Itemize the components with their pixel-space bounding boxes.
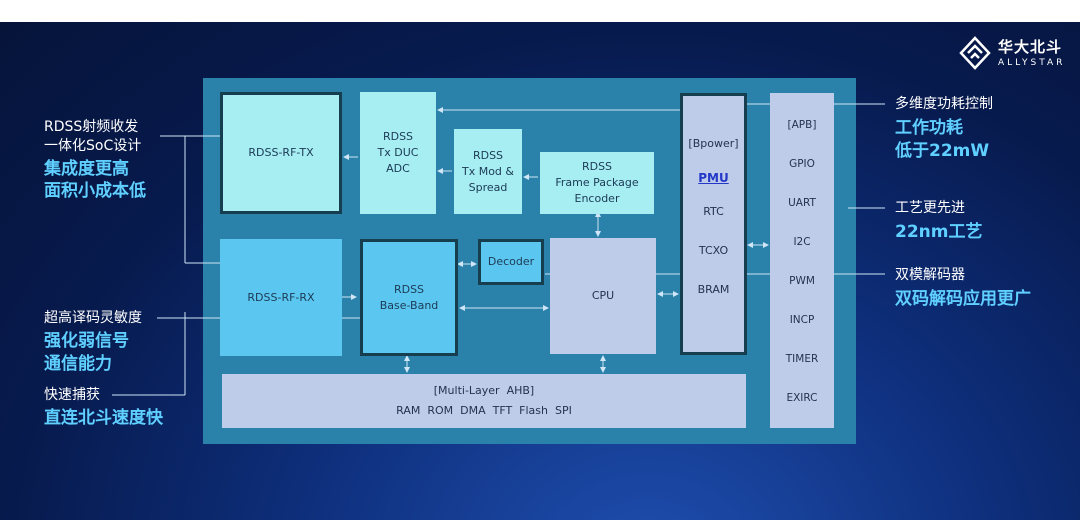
periph-pwm: PWM <box>789 275 815 287</box>
pmu-title: PMU <box>698 171 729 185</box>
sensitivity-highlight-2: 通信能力 <box>44 354 112 374</box>
cpu-label: CPU <box>591 289 615 302</box>
frame-encoder-line2: Frame Package <box>555 176 639 189</box>
logo-text-cn: 华大北斗 <box>998 38 1063 56</box>
logo-text-en: ALLYSTAR <box>998 58 1066 68</box>
process-highlight: 22nm工艺 <box>895 222 983 242</box>
logo: 华大北斗 ALLYSTAR <box>958 36 1068 72</box>
baseband-block: RDSS Base-Band <box>360 239 458 356</box>
pmu-block: [Bpower] PMU RTC TCXO BRAM <box>680 93 747 355</box>
ahb-items: RAM ROM DMA TFT Flash SPI <box>396 404 572 417</box>
power-label: 多维度功耗控制 <box>895 96 993 112</box>
pmu-item-tcxo: TCXO <box>698 244 729 257</box>
tx-duc-line3: ADC <box>386 162 410 175</box>
ahb-bus-block: [Multi-Layer AHB] RAM ROM DMA TFT Flash … <box>222 374 746 428</box>
tx-mod-spread-block: RDSS Tx Mod & Spread <box>454 129 522 214</box>
periph-i2c: I2C <box>793 236 811 248</box>
tx-mod-line1: RDSS <box>472 148 504 162</box>
baseband-line2: Base-Band <box>379 298 439 312</box>
decoder-block: Decoder <box>478 239 544 285</box>
soc-label-line1: RDSS射频收发 <box>44 119 139 135</box>
periph-timer: TIMER <box>785 353 819 365</box>
process-label: 工艺更先进 <box>895 200 965 216</box>
frame-encoder-line1: RDSS <box>581 160 613 173</box>
rdss-rf-tx-block: RDSS-RF-TX <box>220 92 342 214</box>
capture-label: 快速捕获 <box>44 387 100 403</box>
periph-gpio: GPIO <box>789 158 815 170</box>
tx-mod-line2: Tx Mod & <box>461 164 514 178</box>
ahb-title: [Multi-Layer AHB] <box>433 384 535 397</box>
sensitivity-label: 超高译码灵敏度 <box>44 310 142 326</box>
decoder-highlight: 双码解码应用更广 <box>895 289 1031 309</box>
periph-exirc: EXIRC <box>786 392 818 404</box>
soc-label-line2: 一体化SoC设计 <box>44 138 142 154</box>
allystar-logo-icon <box>959 36 991 70</box>
sensitivity-highlight-1: 强化弱信号 <box>44 331 129 351</box>
pmu-item-bram: BRAM <box>697 283 730 296</box>
soc-highlight-1: 集成度更高 <box>44 159 129 179</box>
tx-duc-line2: Tx DUC <box>377 146 419 159</box>
tx-duc-adc-block: RDSS Tx DUC ADC <box>360 92 436 214</box>
capture-highlight: 直连北斗速度快 <box>44 408 163 428</box>
periph-incp: INCP <box>789 314 815 326</box>
pmu-item-rtc: RTC <box>703 205 724 218</box>
peripheral-block: [APB] GPIO UART I2C PWM INCP TIMER EXIRC <box>770 93 834 428</box>
tx-duc-line1: RDSS <box>382 130 414 143</box>
rdss-rf-rx-block: RDSS-RF-RX <box>220 239 342 356</box>
frame-encoder-line3: Encoder <box>574 192 620 205</box>
decoder-label: Decoder <box>487 255 535 268</box>
power-highlight-1: 工作功耗 <box>895 118 963 138</box>
periph-apb: [APB] <box>787 119 817 131</box>
periph-uart: UART <box>788 197 816 209</box>
decoder-label-right: 双模解码器 <box>895 267 965 283</box>
cpu-block: CPU <box>550 238 656 354</box>
rdss-rf-rx-label: RDSS-RF-RX <box>247 290 315 304</box>
baseband-line1: RDSS <box>393 282 425 296</box>
tx-mod-line3: Spread <box>468 180 508 194</box>
slide-background: 华大北斗 ALLYSTAR <box>0 22 1080 520</box>
frame-encoder-block: RDSS Frame Package Encoder <box>540 152 654 214</box>
rdss-rf-tx-label: RDSS-RF-TX <box>248 146 314 159</box>
soc-highlight-2: 面积小成本低 <box>44 181 146 201</box>
power-highlight-2: 低于22mW <box>895 141 990 161</box>
pmu-bpower-label: [Bpower] <box>688 137 739 150</box>
